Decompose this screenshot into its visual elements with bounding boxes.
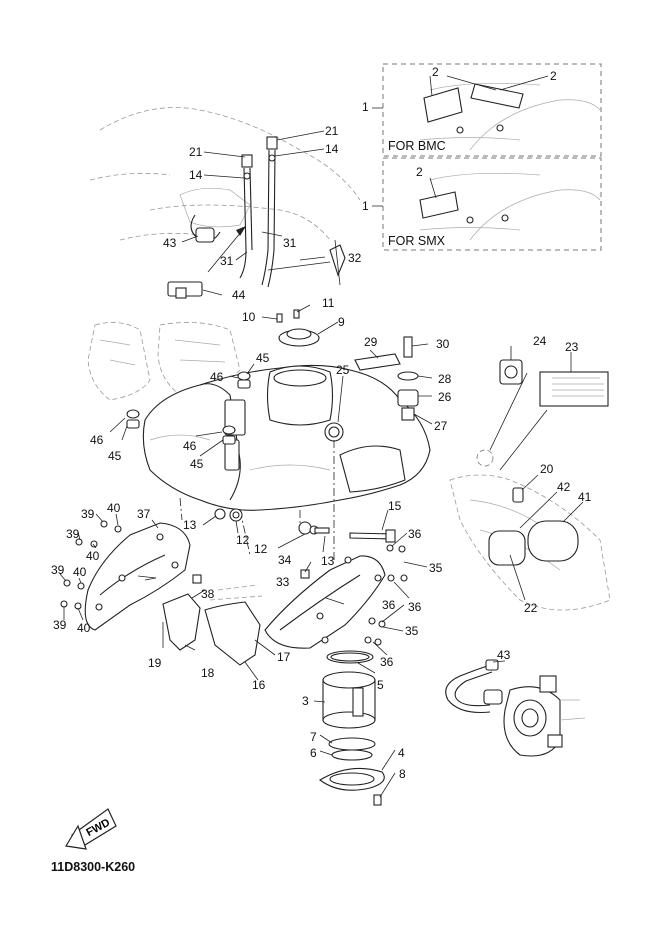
part-42 <box>488 530 526 566</box>
callout-labels: 1 1 2 2 2 21 21 14 14 43 31 31 32 44 10 … <box>51 65 592 781</box>
callout-21: 21 <box>325 124 339 138</box>
callout-9: 9 <box>338 315 345 329</box>
callout-15: 15 <box>388 499 402 513</box>
callout-31: 31 <box>220 254 234 268</box>
callout-2: 2 <box>550 69 557 83</box>
callout-29: 29 <box>364 335 378 349</box>
callout-11: 11 <box>322 296 335 310</box>
callout-28: 28 <box>438 372 452 386</box>
callout-46: 46 <box>210 370 224 384</box>
callout-18: 18 <box>201 666 215 680</box>
callout-6: 6 <box>310 746 317 760</box>
callout-43: 43 <box>163 236 177 250</box>
callout-20: 20 <box>540 462 554 476</box>
part-18 <box>162 593 201 651</box>
callout-23: 23 <box>565 340 579 354</box>
label-plate-bmc-left <box>423 87 463 123</box>
bmc-variant-inset: FOR BMC <box>382 63 602 157</box>
callout-40: 40 <box>73 565 87 579</box>
label-plate-smx <box>419 191 459 219</box>
bmc-inset-frame <box>382 63 602 157</box>
callout-39: 39 <box>81 507 95 521</box>
callout-45: 45 <box>256 351 270 365</box>
callout-12: 12 <box>254 542 268 556</box>
screw-8 <box>373 794 382 806</box>
callout-30: 30 <box>436 337 450 351</box>
diagram-code: 11D8300-K260 <box>51 860 135 874</box>
part-16 <box>204 601 261 666</box>
callout-25: 25 <box>336 363 350 377</box>
callout-36: 36 <box>408 527 422 541</box>
callout-36: 36 <box>408 600 422 614</box>
callout-14: 14 <box>189 168 203 182</box>
part-41 <box>527 520 579 562</box>
callout-39: 39 <box>66 527 80 541</box>
callout-2: 2 <box>432 65 439 79</box>
smx-note: FOR SMX <box>388 234 446 248</box>
bmc-note: FOR BMC <box>388 139 446 153</box>
callout-44: 44 <box>232 288 246 302</box>
callout-46: 46 <box>183 439 197 453</box>
callout-45: 45 <box>108 449 122 463</box>
right-side-cover <box>264 544 408 649</box>
forward-arrow: FWD <box>65 808 117 850</box>
callout-35: 35 <box>429 561 443 575</box>
callout-45: 45 <box>190 457 204 471</box>
seal-6 <box>331 749 373 761</box>
callout-41: 41 <box>578 490 592 504</box>
callout-35: 35 <box>405 624 419 638</box>
fuel-pump-assembly <box>319 650 385 806</box>
callout-10: 10 <box>242 310 256 324</box>
callout-33: 33 <box>276 575 290 589</box>
callout-17: 17 <box>277 650 291 664</box>
smx-inset-frame <box>382 157 602 251</box>
callout-39: 39 <box>51 563 65 577</box>
callout-3: 3 <box>302 694 309 708</box>
callout-13: 13 <box>321 554 335 568</box>
callout-32: 32 <box>348 251 362 265</box>
callout-13: 13 <box>183 518 197 532</box>
callout-46: 46 <box>90 433 104 447</box>
callout-42: 42 <box>557 480 571 494</box>
smx-variant-inset: FOR SMX <box>382 157 602 251</box>
sensor-20 <box>512 487 524 503</box>
callout-12: 12 <box>236 533 250 547</box>
callout-4: 4 <box>398 746 405 760</box>
callout-16: 16 <box>252 678 266 692</box>
callout-22: 22 <box>524 601 538 615</box>
callout-37: 37 <box>137 507 151 521</box>
callout-14: 14 <box>325 142 339 156</box>
callout-5: 5 <box>377 678 384 692</box>
callout-7: 7 <box>310 730 317 744</box>
callout-1: 1 <box>362 199 369 213</box>
callout-8: 8 <box>399 767 406 781</box>
gasket-7 <box>328 737 376 751</box>
label-plate-bmc-right <box>470 83 524 109</box>
callout-34: 34 <box>278 553 292 567</box>
callout-19: 19 <box>148 656 162 670</box>
caution-label-23 <box>539 371 609 407</box>
callout-40: 40 <box>86 549 100 563</box>
callout-24: 24 <box>533 334 547 348</box>
callout-27: 27 <box>434 419 448 433</box>
callout-40: 40 <box>77 621 91 635</box>
callout-2: 2 <box>416 165 423 179</box>
frame-ghost-upper <box>89 107 361 241</box>
breather-hoses <box>167 136 346 299</box>
callout-26: 26 <box>438 390 452 404</box>
callout-36: 36 <box>382 598 396 612</box>
callout-39: 39 <box>53 618 67 632</box>
callout-31: 31 <box>283 236 297 250</box>
bracket <box>354 353 401 371</box>
throttle-body-area <box>445 659 586 757</box>
callout-1: 1 <box>362 100 369 114</box>
callout-21: 21 <box>189 145 203 159</box>
callout-43: 43 <box>497 648 511 662</box>
callout-38: 38 <box>201 587 215 601</box>
callout-36: 36 <box>380 655 394 669</box>
callout-40: 40 <box>107 501 121 515</box>
